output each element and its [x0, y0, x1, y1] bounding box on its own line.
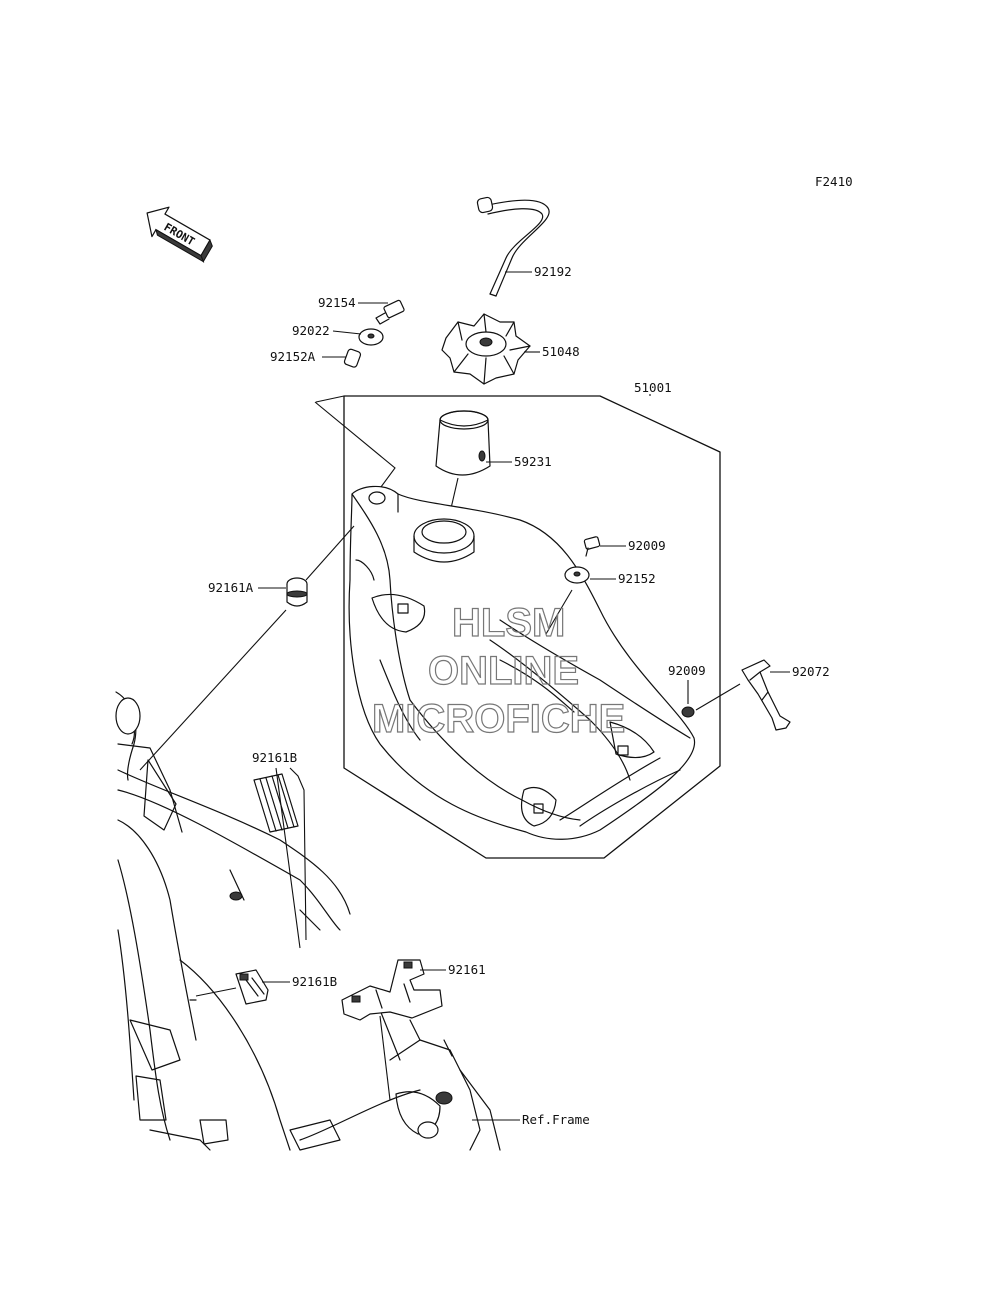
callout-92152A: 92152A	[270, 349, 316, 364]
callout-92009-top: 92009	[628, 538, 666, 553]
callout-51001: 51001	[634, 380, 672, 395]
bolt-92154	[375, 299, 405, 325]
callout-92161B-bottom: 92161B	[292, 974, 337, 989]
watermark-line3: MICROFICHE	[372, 697, 625, 741]
callout-59231: 59231	[514, 454, 552, 469]
front-arrow-icon: FRONT	[146, 206, 213, 263]
callout-51048: 51048	[542, 344, 580, 359]
collar-92152A	[343, 348, 362, 368]
rubber-92161	[341, 959, 443, 1021]
washer-92022	[358, 328, 384, 346]
callout-92022: 92022	[292, 323, 330, 338]
pads-92161B	[253, 773, 299, 833]
watermark-line1: HLSM	[452, 601, 565, 645]
callout-92161B-top: 92161B	[252, 750, 297, 765]
breather-hose	[476, 196, 550, 297]
bolt-92009-right	[681, 706, 695, 718]
callout-92161A: 92161A	[208, 580, 254, 595]
watermark-line2: ONLINE	[428, 649, 579, 693]
damper-92161A	[286, 577, 308, 607]
fuel-tank-51001	[348, 485, 696, 840]
watermark: HLSM ONLINE MICROFICHE	[371, 600, 626, 741]
motorcycle-frame	[115, 691, 501, 1151]
bolt-92009-top	[583, 536, 601, 557]
callout-ref-frame: Ref.Frame	[522, 1112, 590, 1127]
callout-92192: 92192	[534, 264, 572, 279]
rubber-92161B-lower	[235, 969, 269, 1005]
callout-92072: 92072	[792, 664, 830, 679]
grommet-92152	[564, 566, 590, 584]
filter-59231	[435, 410, 491, 476]
fuel-cap-51048	[441, 313, 531, 385]
callout-92154: 92154	[318, 295, 356, 310]
callout-92161: 92161	[448, 962, 486, 977]
callout-92009-right: 92009	[668, 663, 706, 678]
callout-92152: 92152	[618, 571, 656, 586]
figure-code: F2410	[815, 174, 853, 189]
band-92072	[741, 659, 791, 731]
